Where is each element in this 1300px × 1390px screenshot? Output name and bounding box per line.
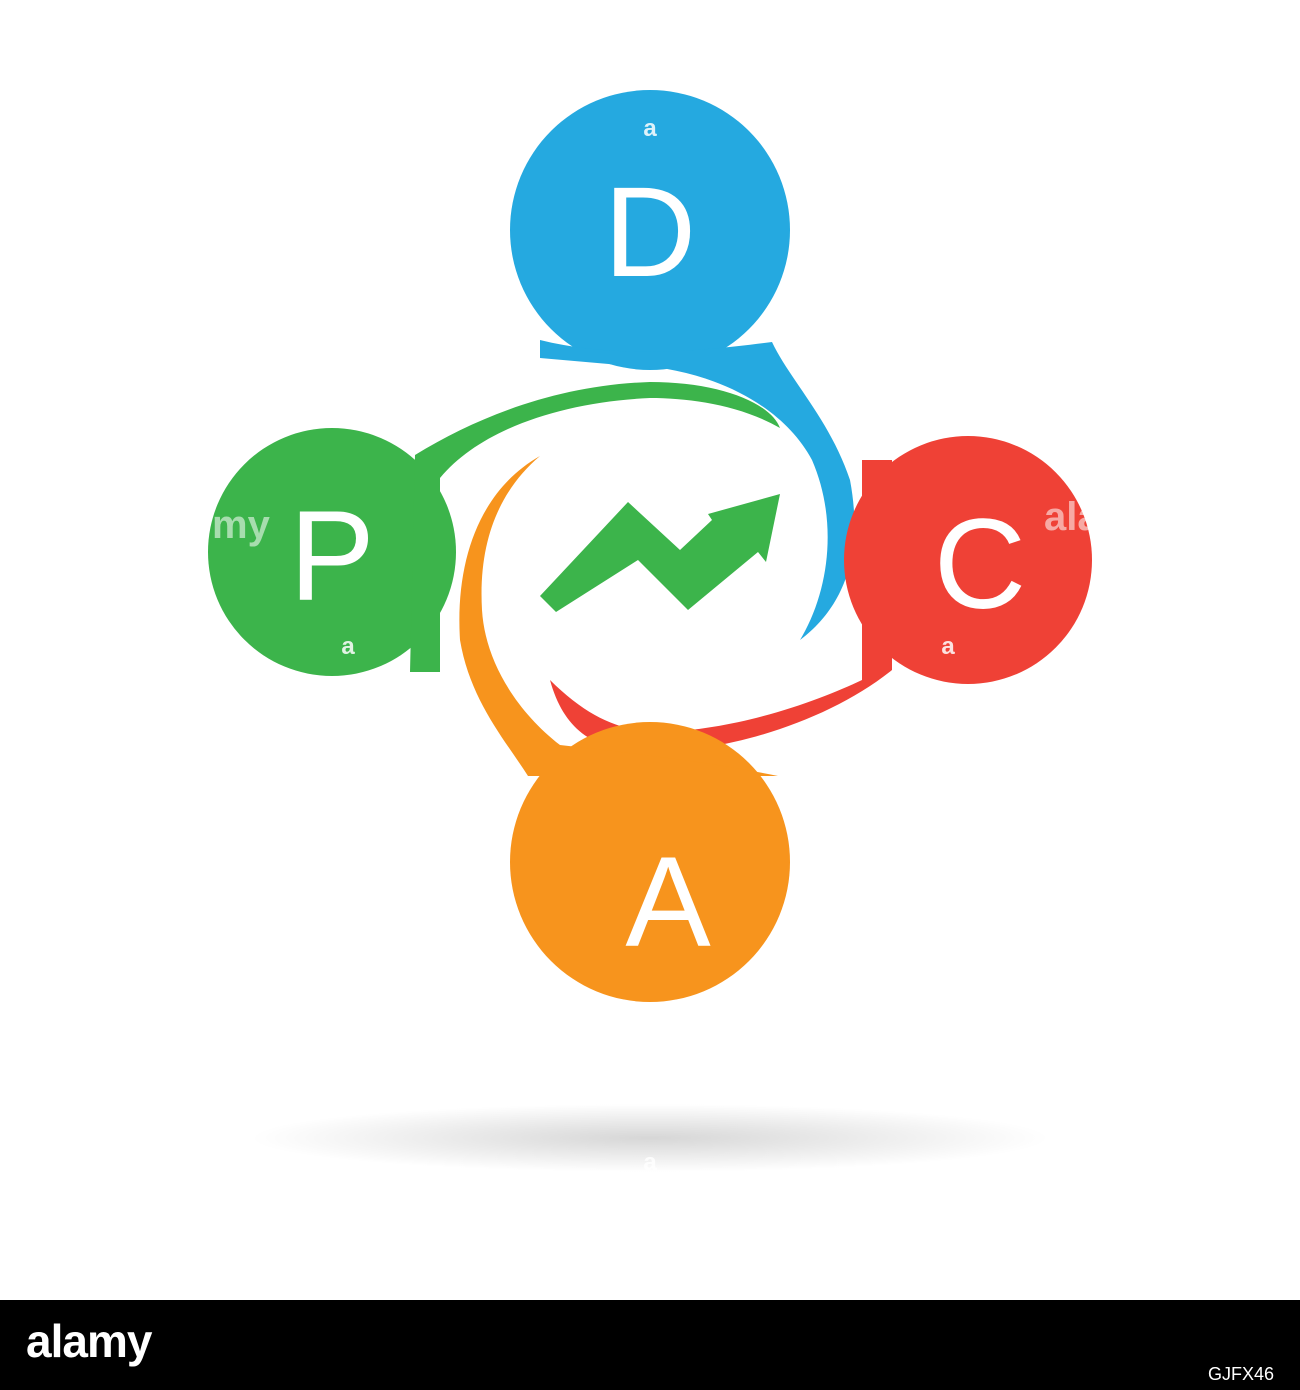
node-plan-letter: P (289, 485, 374, 628)
node-plan-circle (208, 428, 456, 676)
ground-shadow (250, 1104, 1050, 1172)
watermark-mark: a (643, 1149, 657, 1176)
node-act: A (459, 456, 790, 1002)
node-plan: P (208, 382, 780, 676)
watermark-word: ala (1044, 495, 1100, 539)
node-check-arc (550, 460, 892, 752)
node-check: C (550, 436, 1092, 752)
node-check-circle (844, 436, 1092, 684)
watermark-mark: a (941, 633, 955, 660)
pdca-diagram: P D C A a a a a my ala (208, 90, 1100, 1176)
node-do-letter: D (604, 161, 696, 304)
node-do-circle (510, 90, 790, 370)
node-do: D (510, 90, 855, 640)
image-id-label: GJFX46 (1207, 1364, 1274, 1384)
watermark-mark: a (643, 115, 657, 142)
trend-up-arrow-shape (540, 494, 780, 612)
watermark-word: my (212, 503, 271, 547)
node-plan-arc (410, 382, 780, 672)
trend-up-arrow-icon (540, 494, 780, 612)
node-act-letter: A (625, 831, 711, 974)
node-check-letter: C (934, 493, 1026, 636)
node-do-arc (540, 340, 855, 640)
brand-logo: alamy (26, 1315, 152, 1367)
footer-bar: alamy GJFX46 (0, 1300, 1300, 1390)
node-act-circle (510, 722, 790, 1002)
watermark-mark: a (341, 633, 355, 660)
